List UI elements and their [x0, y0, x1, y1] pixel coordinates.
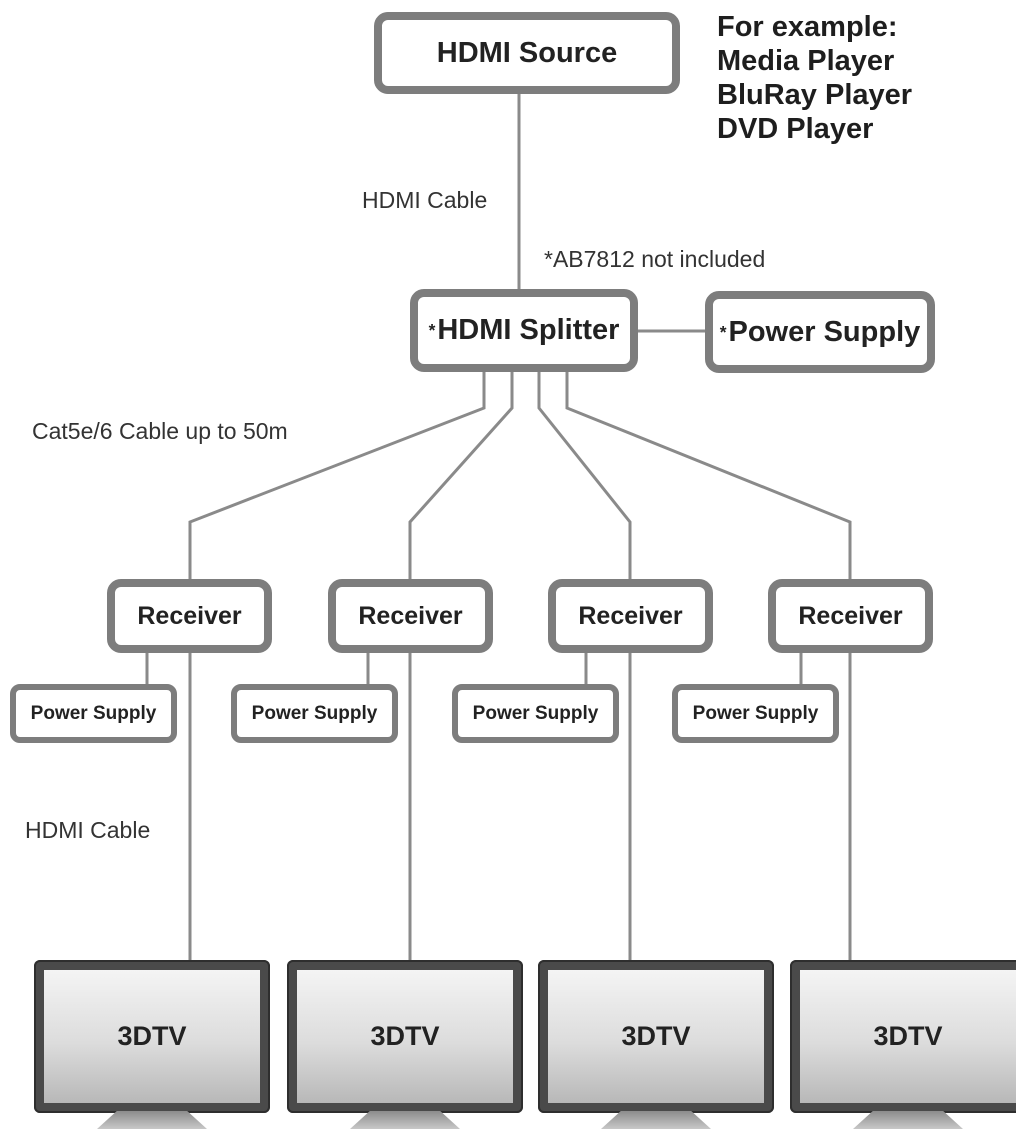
hdmi-source-label: HDMI Source [436, 36, 618, 69]
receiver-label: Receiver [137, 601, 242, 630]
receiver-label: Receiver [358, 601, 463, 630]
tv-label: 3DTV [621, 1021, 691, 1051]
receiver-power-supply-box: Power Supply [231, 684, 398, 743]
tv-stand [97, 1111, 207, 1129]
splitter-asterisk: * [428, 320, 436, 340]
example-heading: For example: [717, 11, 898, 43]
cat-cable-label: Cat5e/6 Cable up to 50m [32, 418, 288, 444]
splitter-to-receiver-3-line [537, 371, 632, 584]
tv-monitor: 3DTV [287, 960, 523, 1113]
receiver-power-supply-label: Power Supply [251, 702, 378, 724]
main-power-supply-box: * Power Supply [705, 291, 935, 373]
receiver-power-supply-label: Power Supply [30, 702, 157, 724]
example-bluray-player: BluRay Player [717, 79, 913, 111]
hdmi-cable-bottom-label: HDMI Cable [25, 817, 151, 843]
tv-stand [350, 1111, 460, 1129]
receiver-power-supply-label: Power Supply [692, 702, 819, 724]
tv-monitor: 3DTV [34, 960, 270, 1113]
tv-screen: 3DTV [800, 970, 1016, 1103]
splitter-to-receiver-1-line [188, 371, 486, 584]
tv-stand [601, 1111, 711, 1129]
receiver-label: Receiver [798, 601, 903, 630]
receiver-box: Receiver [768, 579, 933, 653]
tv-screen: 3DTV [548, 970, 764, 1103]
tv-screen: 3DTV [44, 970, 260, 1103]
receiver-box: Receiver [328, 579, 493, 653]
tv-screen: 3DTV [297, 970, 513, 1103]
receiver-power-supply-label: Power Supply [472, 702, 599, 724]
receiver-label: Receiver [578, 601, 683, 630]
power-asterisk: * [719, 321, 727, 342]
example-dvd-player: DVD Player [717, 113, 874, 145]
tv-stand [853, 1111, 963, 1129]
main-power-supply-label: Power Supply [728, 315, 921, 348]
receiver-box: Receiver [548, 579, 713, 653]
hdmi-splitter-box: * HDMI Splitter [410, 289, 638, 372]
hdmi-splitter-label: HDMI Splitter [437, 314, 620, 346]
tv-label: 3DTV [117, 1021, 187, 1051]
receiver-power-supply-box: Power Supply [672, 684, 839, 743]
splitter-to-receiver-4-line [565, 371, 852, 584]
tv-monitor: 3DTV [790, 960, 1016, 1113]
hdmi-source-box: HDMI Source [374, 12, 680, 94]
tv-label: 3DTV [873, 1021, 943, 1051]
receiver-power-supply-box: Power Supply [452, 684, 619, 743]
tv-monitor: 3DTV [538, 960, 774, 1113]
hdmi-cable-top-label: HDMI Cable [362, 187, 488, 213]
tv-label: 3DTV [370, 1021, 440, 1051]
example-devices: For example: Media Player BluRay Player … [717, 10, 912, 146]
example-media-player: Media Player [717, 45, 895, 77]
receiver-box: Receiver [107, 579, 272, 653]
not-included-note: *AB7812 not included [544, 246, 766, 272]
splitter-to-receiver-2-line [408, 371, 514, 584]
receiver-power-supply-box: Power Supply [10, 684, 177, 743]
